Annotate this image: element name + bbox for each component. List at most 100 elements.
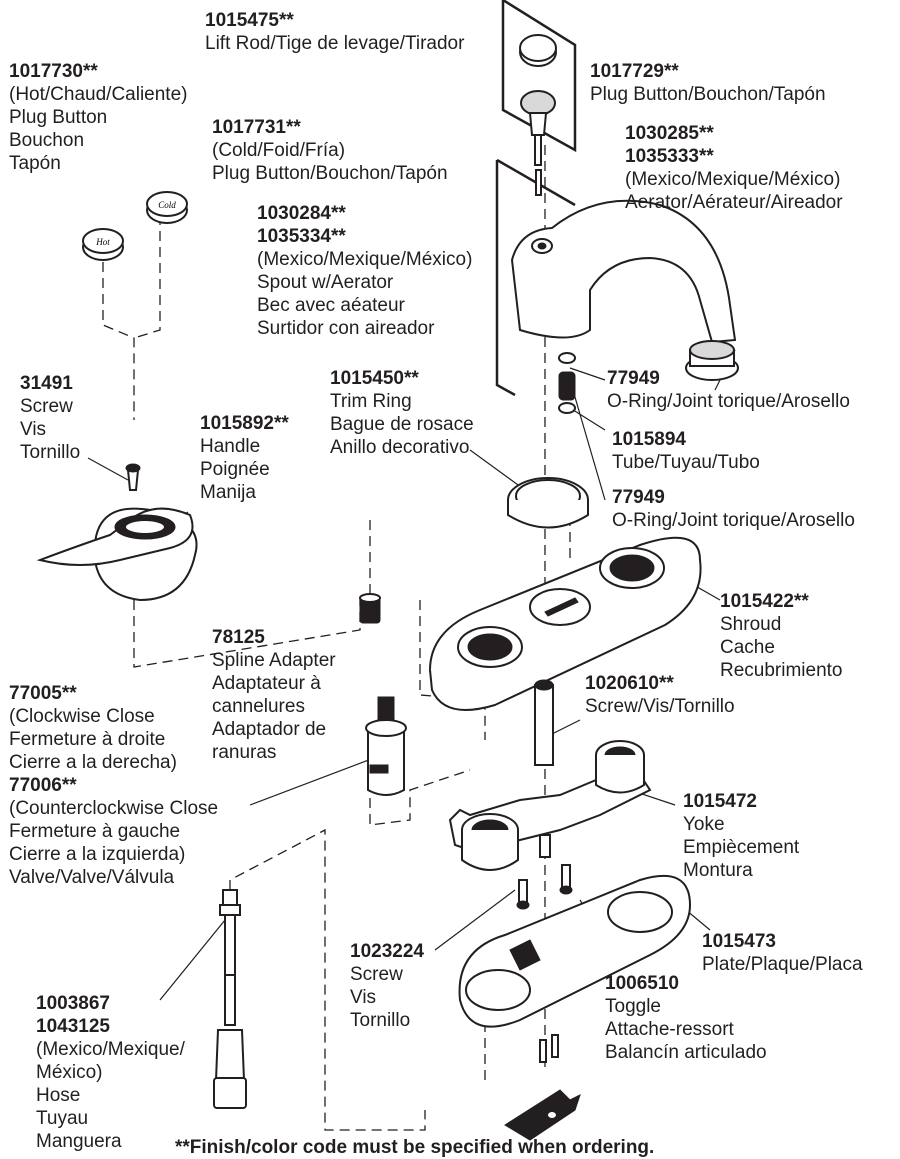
- part-description: Plug Button/Bouchon/Tapón: [212, 163, 448, 184]
- part-description: Bague de rosace: [330, 414, 474, 435]
- part-number: 78125: [212, 627, 265, 648]
- part-description: Plate/Plaque/Placa: [702, 954, 863, 975]
- part-description: Screw: [20, 396, 73, 417]
- part-description: Yoke: [683, 814, 725, 835]
- part-description: Recubrimiento: [720, 660, 843, 681]
- part-description: Spline Adapter: [212, 650, 336, 671]
- part-number: 77949: [607, 368, 660, 389]
- plate-drawing: [458, 875, 692, 1063]
- part-description: Spout w/Aerator: [257, 272, 394, 293]
- part-description: Plug Button: [9, 107, 108, 128]
- part-description: Screw/Vis/Tornillo: [585, 696, 735, 717]
- lift-rod-drawing: [519, 34, 557, 196]
- part-description: México): [36, 1062, 103, 1083]
- part-description: (Cold/Foid/Fría): [212, 140, 346, 161]
- part-description: Fermeture à gauche: [9, 821, 181, 842]
- part-description: Cierre a la izquierda): [9, 844, 186, 865]
- part-description: Vis: [350, 987, 377, 1008]
- part-description: Anillo decorativo: [330, 437, 470, 458]
- part-description: Poignée: [200, 459, 270, 480]
- part-description: (Counterclockwise Close: [9, 798, 219, 819]
- hot-plug-button-drawing: Hot: [82, 228, 124, 261]
- yoke-drawing: [448, 679, 652, 871]
- part-description: Screw: [350, 964, 403, 985]
- part-description: Empiècement: [683, 837, 800, 858]
- part-description: Bouchon: [9, 130, 85, 151]
- part-number: 1030284**: [257, 203, 346, 224]
- part-description: (Clockwise Close: [9, 706, 155, 727]
- part-description: Manguera: [36, 1131, 122, 1152]
- part-description: O-Ring/Joint torique/Arosello: [612, 510, 855, 531]
- part-number: 1020610**: [585, 673, 674, 694]
- part-number: 1006510: [605, 973, 679, 994]
- part-description: Adaptador de: [212, 719, 327, 740]
- part-number: 1015475**: [205, 10, 294, 31]
- part-description: Adaptateur à: [212, 673, 321, 694]
- label-screw-1020610: 1020610**Screw/Vis/Tornillo: [585, 672, 735, 718]
- part-description: Surtidor con aireador: [257, 318, 435, 339]
- part-number: 1015450**: [330, 368, 419, 389]
- part-number: 1015472: [683, 791, 757, 812]
- part-number: 1023224: [350, 941, 424, 962]
- svg-text:Cold: Cold: [158, 200, 176, 210]
- part-number: 77006**: [9, 775, 77, 796]
- footer-note: **Finish/color code must be specified wh…: [175, 1137, 655, 1158]
- part-description: Fermeture à droite: [9, 729, 166, 750]
- part-number: 1015473: [702, 931, 776, 952]
- part-number: 77949: [612, 487, 665, 508]
- label-aerator: 1030285**1035333**(Mexico/Mexique/México…: [625, 122, 843, 214]
- part-description: Manija: [200, 482, 256, 503]
- part-description: Cierre a la derecha): [9, 752, 177, 773]
- part-description: Montura: [683, 860, 753, 881]
- part-number: 1043125: [36, 1016, 110, 1037]
- label-plug-button: 1017729**Plug Button/Bouchon/Tapón: [590, 60, 826, 106]
- part-description: Tube/Tuyau/Tubo: [612, 452, 760, 473]
- label-spout: 1030284**1035334**(Mexico/Mexique/México…: [257, 202, 472, 340]
- label-hot-plug-button: 1017730**(Hot/Chaud/Caliente)Plug Button…: [9, 60, 187, 175]
- part-description: Plug Button/Bouchon/Tapón: [590, 84, 826, 105]
- spline-adapter-drawing: [359, 593, 381, 624]
- part-number: 1017731**: [212, 117, 301, 138]
- handle-drawing: [36, 463, 198, 602]
- part-number: 1035334**: [257, 226, 346, 247]
- part-number: 1017729**: [590, 61, 679, 82]
- toggle-drawing: [504, 1089, 581, 1141]
- part-description: Lift Rod/Tige de levage/Tirador: [205, 33, 465, 54]
- aerator-drawing: [685, 340, 739, 381]
- part-description: Toggle: [605, 996, 661, 1017]
- part-description: Attache-ressort: [605, 1019, 734, 1040]
- trim-ring-drawing: [507, 477, 589, 529]
- part-description: Valve/Valve/Válvula: [9, 867, 175, 888]
- part-description: Handle: [200, 436, 261, 457]
- part-description: ranuras: [212, 742, 277, 763]
- part-number: 1015894: [612, 429, 686, 450]
- part-number: 1003867: [36, 993, 110, 1014]
- o-rings-tube-drawing: [558, 352, 576, 414]
- part-description: Shroud: [720, 614, 782, 635]
- part-number: 1030285**: [625, 123, 714, 144]
- part-description: O-Ring/Joint torique/Arosello: [607, 391, 850, 412]
- label-cold-plug-button: 1017731**(Cold/Foid/Fría)Plug Button/Bou…: [212, 116, 448, 185]
- part-number: 1015422**: [720, 591, 809, 612]
- label-lift-rod: 1015475**Lift Rod/Tige de levage/Tirador: [205, 9, 464, 55]
- part-description: (Mexico/Mexique/México): [625, 169, 841, 190]
- part-description: Tapón: [9, 153, 61, 174]
- part-description: cannelures: [212, 696, 305, 717]
- part-description: (Mexico/Mexique/: [36, 1039, 185, 1060]
- part-description: Balancín articulado: [605, 1042, 767, 1063]
- svg-text:Hot: Hot: [95, 237, 110, 247]
